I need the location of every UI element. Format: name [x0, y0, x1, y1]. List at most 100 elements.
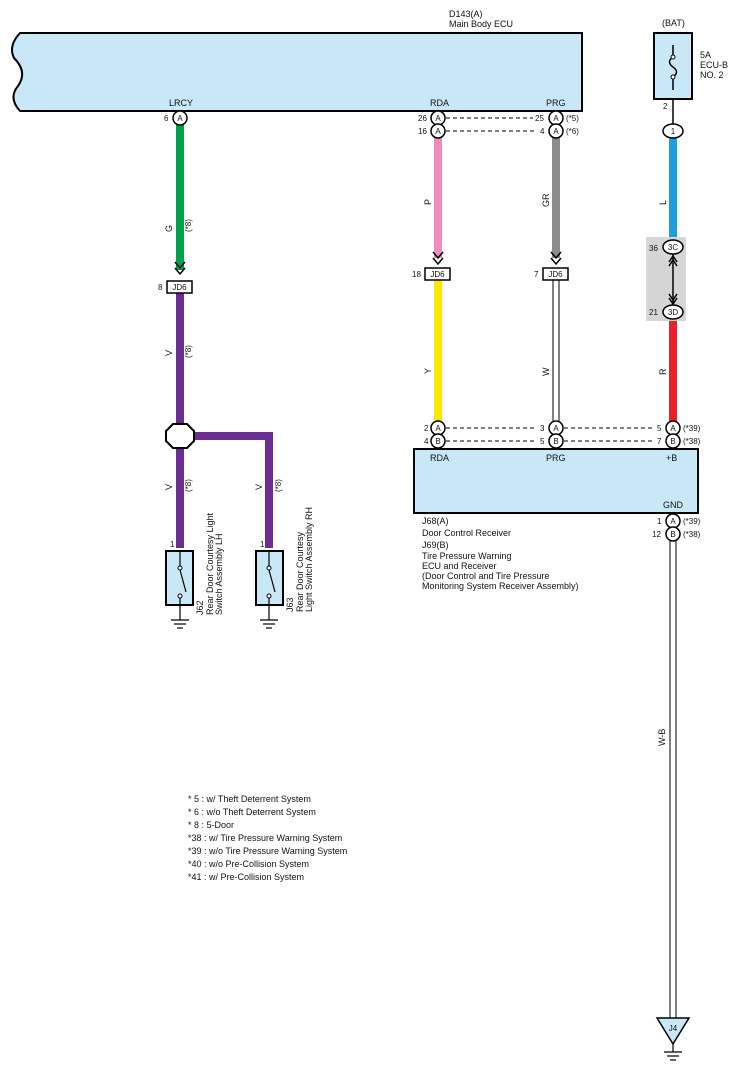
wire-label-v1: V [164, 350, 174, 356]
wire-label-l: L [658, 200, 668, 205]
rcv-code-a: J68(A) [422, 516, 449, 526]
rcv-prg-a-conn: A [553, 424, 559, 433]
note-8: * 8 : 5-Door [188, 820, 234, 830]
wire-purple-rh [192, 432, 273, 548]
jd6-mid-pin: 18 [412, 270, 421, 279]
rcv-gnd-b-num: 12 [652, 530, 661, 539]
pin-lrcy-conn: A [177, 114, 183, 123]
battery-label: (BAT) [662, 18, 685, 28]
pin-rda2-conn: A [435, 127, 441, 136]
jd6-right-pin: 7 [534, 270, 539, 279]
junction-connectors: 8 JD6 18 JD6 7 JD6 36 3C 21 3D [158, 237, 686, 321]
junction-3c-pin: 36 [649, 244, 658, 253]
wires [174, 125, 677, 1018]
wire-note-v1: (*8) [184, 345, 193, 358]
rcv-b-a-num: 5 [657, 424, 662, 433]
wire-label-r: R [658, 368, 668, 375]
jd6-right: JD6 [548, 270, 563, 279]
ground-icon-j4 [664, 1051, 682, 1061]
footnotes: * 5 : w/ Theft Deterrent System * 6 : w/… [188, 794, 347, 882]
pin-prg2-conn: A [553, 127, 559, 136]
ground-j4-label: J4 [669, 1024, 678, 1033]
ecu-pin-prg: PRG [546, 98, 566, 108]
rcv-name-b-1: Tire Pressure Warning [422, 551, 511, 561]
rcv-name-b-4: Monitoring System Receiver Assembly) [422, 581, 579, 591]
rcv-pin-rda: RDA [430, 453, 449, 463]
rcv-rda-a-num: 2 [424, 424, 429, 433]
wire-label-w: W [541, 367, 551, 376]
switch-lh: 1 J62 Rear Door Courtesy Light Switch As… [165, 512, 224, 629]
switch-rh-name-2: Light Switch Assembly RH [304, 507, 314, 612]
pin-rda2-num: 16 [418, 127, 427, 136]
note-38: *38 : w/ Tire Pressure Warning System [188, 833, 342, 843]
pin-prg2-note: (*6) [566, 127, 579, 136]
rcv-gnd-b-note: (*38) [683, 530, 701, 539]
switch-lh-pin: 1 [170, 540, 175, 549]
wire-label-v3: V [254, 484, 264, 490]
junction-3d: 3D [668, 308, 678, 317]
wire-label-g: G [164, 225, 174, 232]
fuse-rating: 5A [700, 50, 711, 60]
switch-rh-code: J63 [285, 597, 295, 612]
wire-labels: G (*8) P GR L V (*8) Y W R V (*8) V (*8)… [164, 193, 668, 746]
note-40: *40 : w/o Pre-Collision System [188, 859, 309, 869]
rcv-b-a-note: (*39) [683, 424, 701, 433]
ecu-code: D143(A) [449, 9, 483, 19]
switch-lh-name-2: Switch Assembly LH [214, 533, 224, 615]
switch-rh-name-1: Rear Door Courtesy [295, 531, 305, 612]
pin-rda1-num: 26 [418, 114, 427, 123]
rcv-prg-b-conn: B [553, 437, 558, 446]
door-control-receiver: RDA PRG +B GND J68(A) Door Control Recei… [413, 448, 701, 591]
pin-prg1-num: 25 [535, 114, 544, 123]
ground-icon-lh [171, 619, 189, 629]
rcv-name-b-3: (Door Control and Tire Pressure [422, 571, 550, 581]
wire-note-v3: (*8) [274, 479, 283, 492]
wire-note-v2: (*8) [184, 479, 193, 492]
fuse-number: NO. 2 [700, 70, 724, 80]
ground-icon-rh [260, 619, 278, 629]
wire-label-v2: V [164, 484, 174, 490]
pin-lrcy-num: 6 [164, 114, 169, 123]
rcv-name-b-2: ECU and Receiver [422, 561, 497, 571]
rcv-gnd-b-conn: B [670, 530, 675, 539]
rcv-rda-b-conn: B [435, 437, 440, 446]
pin-prg1-note: (*5) [566, 114, 579, 123]
switch-lh-icon [179, 569, 187, 593]
note-6: * 6 : w/o Theft Deterrent System [188, 807, 316, 817]
main-body-ecu: D143(A) Main Body ECU LRCY RDA PRG [11, 9, 583, 112]
note-5: * 5 : w/ Theft Deterrent System [188, 794, 311, 804]
note-41: *41 : w/ Pre-Collision System [188, 872, 304, 882]
switch-lh-name-1: Rear Door Courtesy Light [205, 512, 215, 615]
rcv-code-b: J69(B) [422, 540, 449, 550]
jd6-left: JD6 [172, 283, 187, 292]
wire-label-gr: GR [541, 193, 551, 207]
top-connectors: 6 A 26 A 16 A 25 A (*5) 4 A (*6) 1 [164, 110, 684, 139]
wire-note-g: (*8) [184, 219, 193, 232]
ground-j4: J4 [655, 1017, 691, 1061]
ecu-name: Main Body ECU [449, 19, 513, 29]
ecu-pin-rda: RDA [430, 98, 449, 108]
wire-label-y: Y [423, 368, 433, 374]
rcv-rda-b-num: 4 [424, 437, 429, 446]
rcv-gnd-a-conn: A [670, 517, 676, 526]
rcv-gnd-a-num: 1 [657, 517, 662, 526]
switch-lh-code: J62 [195, 600, 205, 615]
rcv-pin-gnd: GND [663, 500, 684, 510]
jd6-mid: JD6 [430, 270, 445, 279]
receiver-connectors: 2 A 4 B 3 A 5 B 5 A (*39) 7 B (*38) [424, 420, 701, 449]
fuse-pin: 2 [663, 102, 668, 111]
rcv-b-a-conn: A [670, 424, 676, 433]
splice-point [165, 423, 195, 449]
rcv-b-b-note: (*38) [683, 437, 701, 446]
junction-3c: 3C [668, 243, 678, 252]
note-39: *39 : w/o Tire Pressure Warning System [188, 846, 347, 856]
rcv-pin-b: +B [666, 453, 677, 463]
switch-rh: 1 J63 Rear Door Courtesy Light Switch As… [255, 507, 314, 629]
wire-label-wb: W-B [657, 729, 667, 746]
battery-fuse: (BAT) 5A ECU-B NO. 2 2 [653, 18, 728, 125]
rcv-prg-a-num: 3 [540, 424, 545, 433]
rcv-name-a: Door Control Receiver [422, 528, 511, 538]
rcv-b-b-num: 7 [657, 437, 662, 446]
fuse-icon [668, 45, 678, 90]
